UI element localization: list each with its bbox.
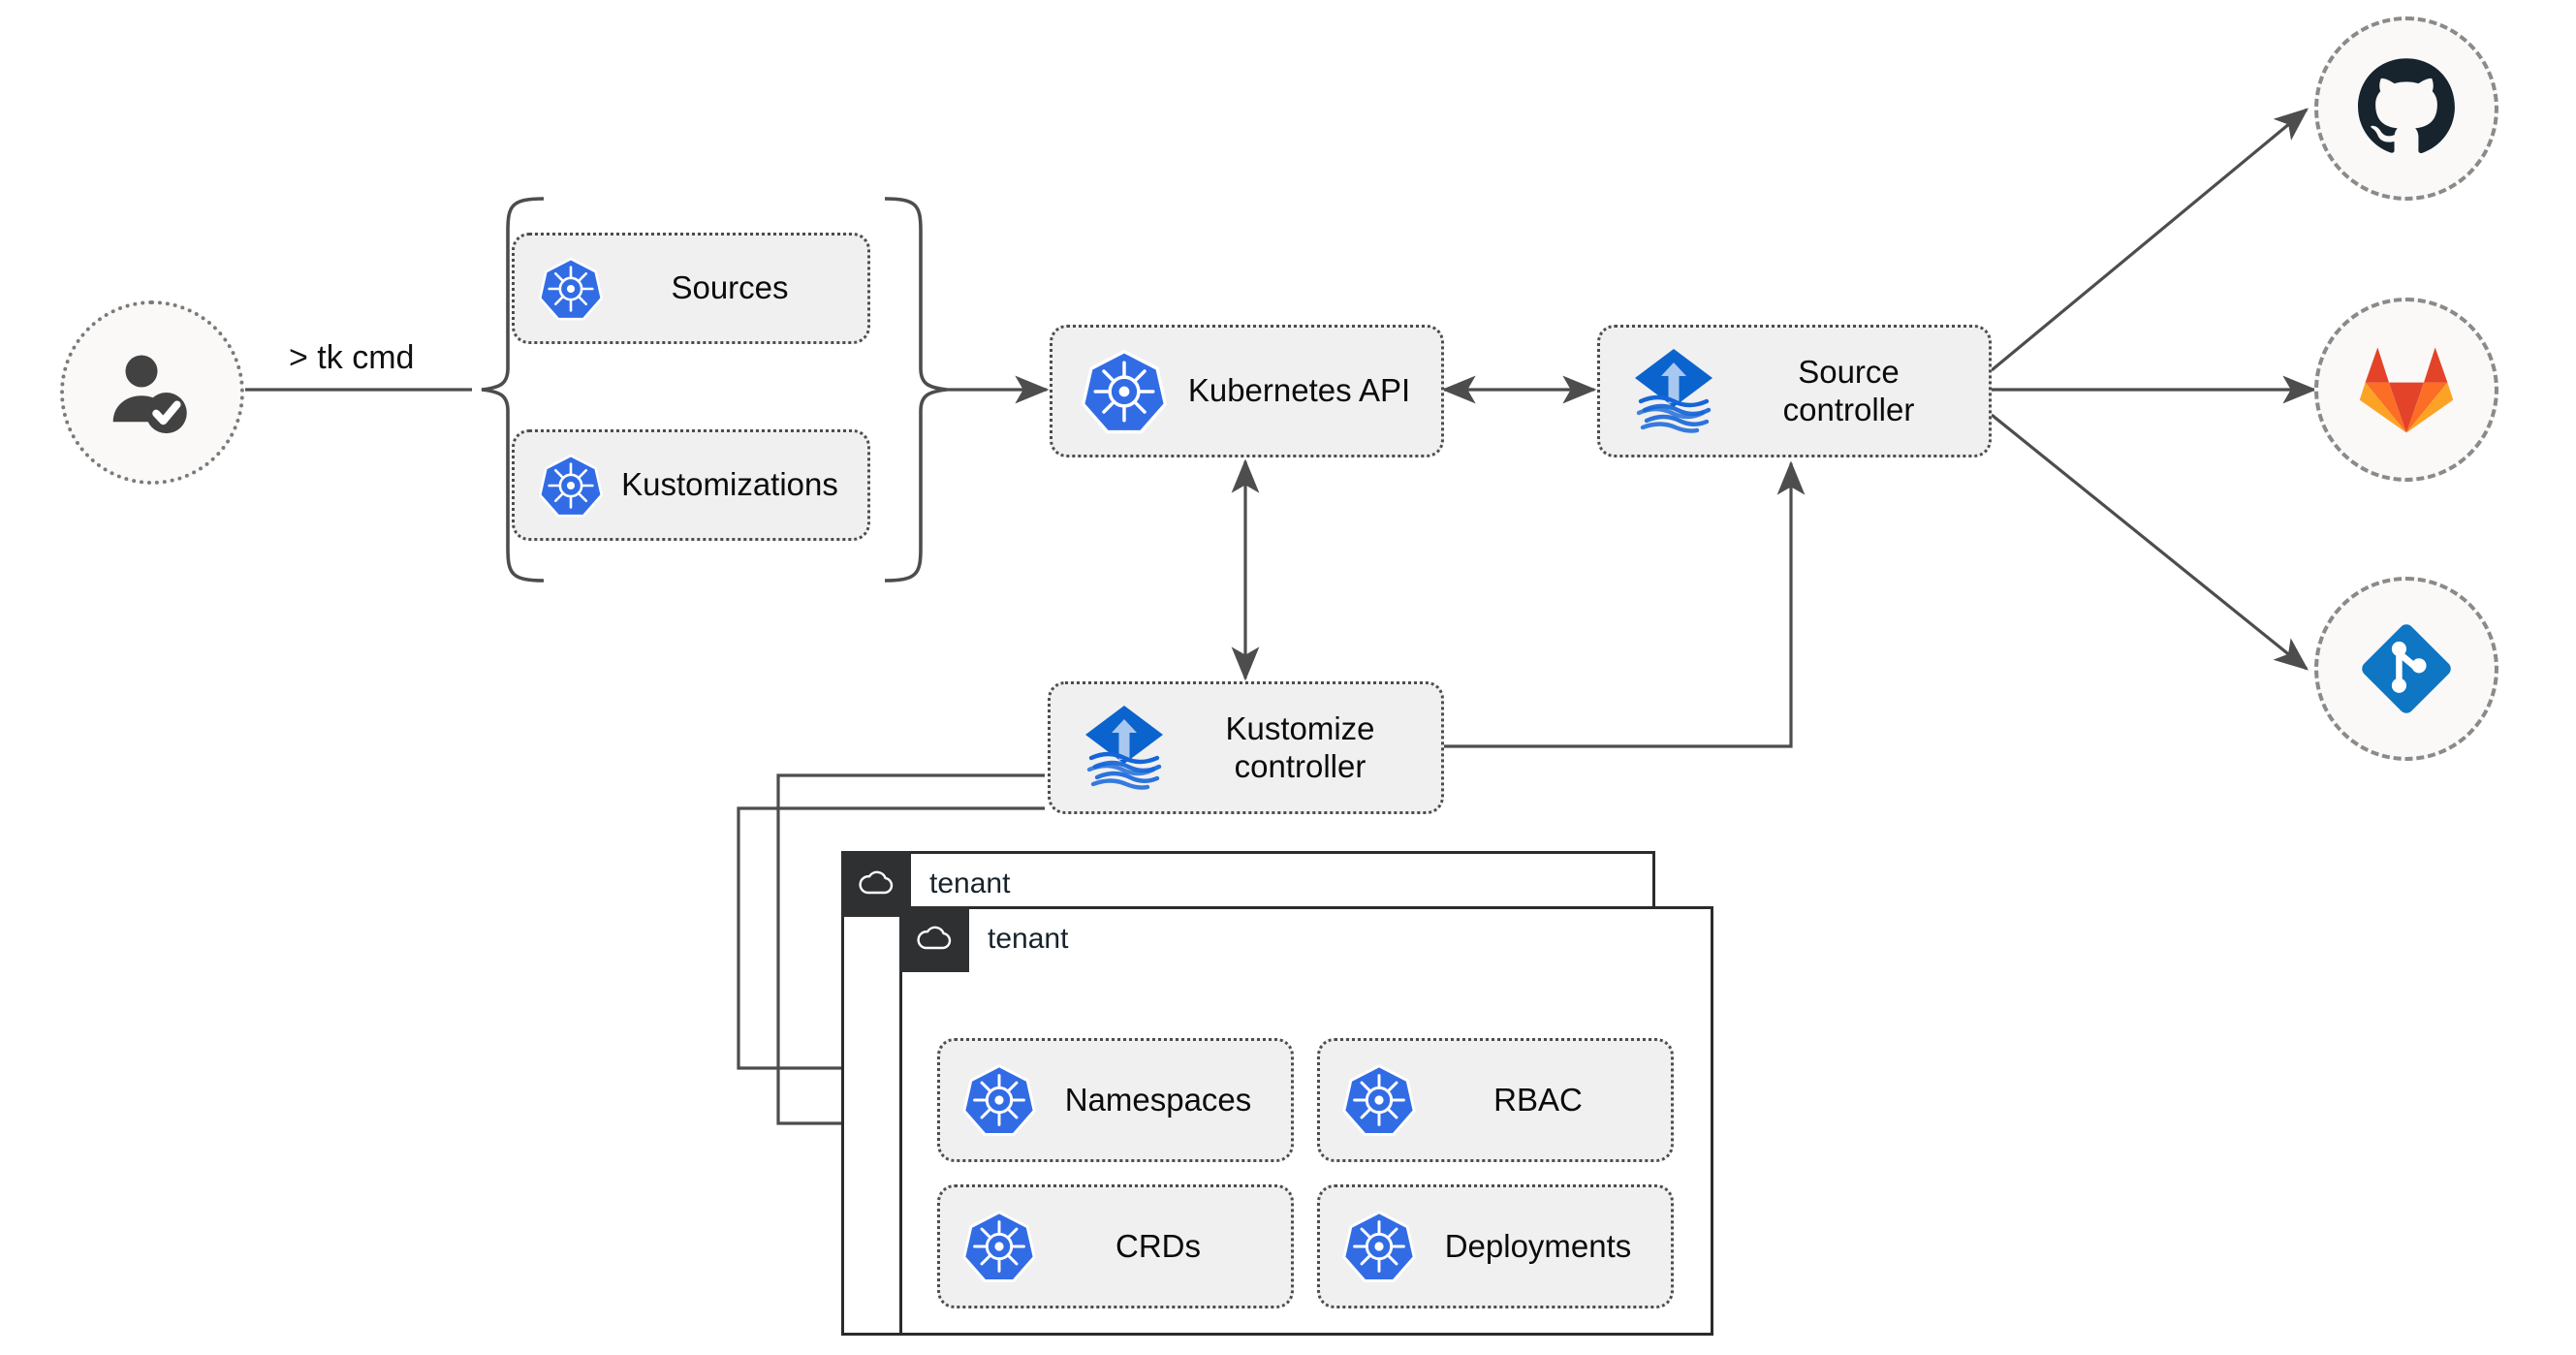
kubernetes-icon [536, 451, 606, 520]
node-label: Kubernetes API [1187, 372, 1411, 409]
actor-circle [60, 300, 244, 485]
resource-label: Deployments [1444, 1227, 1632, 1264]
command-label: > tk cmd [289, 339, 415, 376]
flux-icon [1625, 343, 1722, 440]
node-label: Source controller [1782, 353, 1915, 427]
kubernetes-icon [536, 254, 606, 324]
github-icon [2358, 58, 2455, 154]
provider-circle-azure-repos[interactable] [2314, 577, 2498, 761]
kubernetes-icon [959, 1060, 1039, 1140]
node-kubernetes-api[interactable]: Kubernetes API [1050, 325, 1444, 457]
cloud-icon [917, 926, 952, 950]
resource-box-rbac[interactable]: RBAC [1317, 1038, 1674, 1162]
gitlab-icon [2359, 347, 2454, 433]
crd-box-label: Sources [671, 269, 789, 306]
tenant-window-2[interactable]: tenant [899, 906, 1713, 1336]
azure-repos-git-icon [2362, 624, 2451, 713]
tenant-tab [841, 851, 911, 917]
crd-box-label: Kustomizations [621, 466, 838, 503]
resource-label: RBAC [1493, 1081, 1583, 1118]
provider-circle-gitlab[interactable] [2314, 298, 2498, 482]
kubernetes-icon [1339, 1060, 1419, 1140]
flux-icon [1076, 700, 1173, 797]
node-kustomize-controller[interactable]: Kustomize controller [1048, 681, 1444, 814]
tenant-resource-grid: Namespaces [902, 975, 1711, 1333]
resource-box-deployments[interactable]: Deployments [1317, 1184, 1674, 1308]
node-source-controller[interactable]: Source controller [1597, 325, 1992, 457]
tenant-tab [899, 906, 969, 972]
resource-label: Namespaces [1064, 1081, 1252, 1118]
edge-sourcectl-azure [1990, 413, 2309, 671]
node-label: Kustomize controller [1225, 709, 1375, 784]
resource-label: CRDs [1115, 1227, 1201, 1264]
tenant-name: tenant [988, 923, 1069, 955]
edge-sourcectl-github [1990, 108, 2309, 372]
tenant-name: tenant [929, 867, 1011, 899]
kubernetes-icon [1339, 1207, 1419, 1286]
resource-box-crds[interactable]: CRDs [937, 1184, 1294, 1308]
kubernetes-icon [959, 1207, 1039, 1286]
cloud-icon [859, 870, 894, 895]
crd-box-kustomizations[interactable]: Kustomizations [512, 429, 870, 541]
user-verified-icon [112, 355, 187, 434]
resource-box-namespaces[interactable]: Namespaces [937, 1038, 1294, 1162]
edge-kustomizectl-sourcectl [1444, 460, 1806, 748]
kubernetes-icon [1078, 345, 1171, 438]
group-brace-right [884, 197, 948, 583]
crd-box-sources[interactable]: Sources [512, 233, 870, 344]
group-brace [481, 197, 545, 583]
provider-circle-github[interactable] [2314, 16, 2498, 201]
edge-kustomizectl-tenant1 [737, 806, 1045, 1083]
